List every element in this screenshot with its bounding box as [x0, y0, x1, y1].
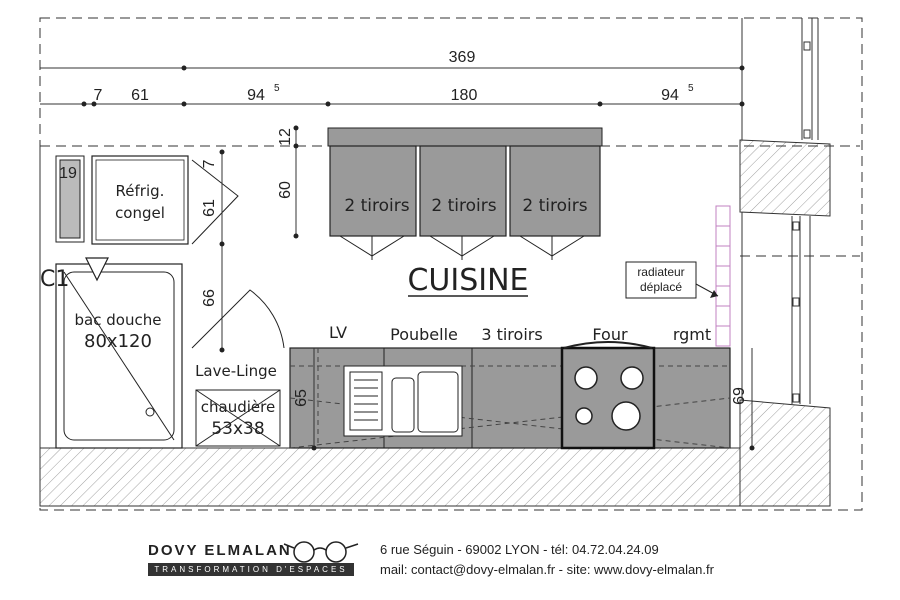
radiator [715, 205, 731, 347]
dim-v60: 60 [277, 181, 294, 199]
boiler-label-1: chaudière [201, 398, 275, 416]
counter-label-drawers: 3 tiroirs [481, 325, 542, 344]
fridge-label-2: congel [115, 204, 165, 222]
shower-label-2: 80x120 [84, 331, 152, 352]
laundry-door-swing [191, 289, 285, 349]
dim-94-left: 94 [247, 87, 265, 104]
right-wall-pillar [739, 139, 831, 217]
contact-line: mail: contact@dovy-elmalan.fr - site: ww… [380, 562, 714, 577]
radiator-note [625, 261, 697, 299]
boiler [195, 389, 281, 447]
counter-label-oven: Four [592, 325, 628, 344]
dim-7: 7 [94, 87, 103, 104]
shower-code: C1 [40, 267, 69, 292]
dim-61: 61 [131, 87, 149, 104]
dim-v7: 7 [201, 159, 218, 168]
glasses-logo-icon [283, 541, 359, 563]
dim-v19: 19 [59, 165, 77, 182]
radiator-label-1: radiateur [637, 265, 684, 279]
dim-v12: 12 [277, 128, 294, 146]
footer: DOVY ELMALAN TRANSFORMATION D'ESPACES 6 … [0, 528, 900, 600]
counter-label-storage: rgmt [673, 325, 711, 344]
counter-label-bin: Poubelle [390, 325, 458, 344]
bottom-right-wall [739, 399, 831, 507]
boiler-label-2: 53x38 [211, 419, 264, 439]
island-label-2: 2 tiroirs [431, 196, 496, 216]
company-name: DOVY ELMALAN [148, 542, 292, 559]
dim-180: 180 [451, 87, 478, 104]
dim-total: 369 [449, 49, 476, 66]
address-line: 6 rue Séguin - 69002 LYON - tél: 04.72.0… [380, 542, 659, 557]
dim-v61: 61 [201, 199, 218, 217]
island-unit-2 [419, 145, 507, 237]
island-label-1: 2 tiroirs [344, 196, 409, 216]
fridge-door-swing [191, 159, 239, 245]
arrow-icon [710, 290, 718, 298]
island-unit-3 [509, 145, 601, 237]
shower-arrow-icon [85, 257, 109, 282]
radiator-label-2: déplacé [640, 280, 682, 294]
dim-v65: 65 [293, 389, 310, 407]
washer-label: Lave-Linge [195, 362, 277, 380]
island-label-3: 2 tiroirs [522, 196, 587, 216]
dim-94-right: 94 [661, 87, 679, 104]
floor-plan: 369 7 61 94 5 180 94 5 2 tiroirs 2 tiroi… [39, 17, 863, 511]
fridge [91, 155, 189, 245]
burner-icon [574, 366, 598, 390]
dim-94-right-sup: 5 [688, 83, 694, 94]
counter-label-lv: LV [329, 323, 347, 342]
brand: DOVY ELMALAN TRANSFORMATION D'ESPACES [148, 542, 358, 576]
dim-v66: 66 [201, 289, 218, 307]
contact-info: 6 rue Séguin - 69002 LYON - tél: 04.72.0… [380, 540, 714, 580]
bottom-wall [39, 447, 741, 507]
island-top [327, 127, 603, 147]
dim-94-left-sup: 5 [274, 83, 280, 94]
room-title: CUISINE [407, 263, 528, 298]
oven [560, 346, 656, 450]
island-unit-1 [329, 145, 417, 237]
dim-v69: 69 [731, 387, 748, 405]
bathroom-cabinet [55, 155, 85, 243]
shower-label-1: bac douche [75, 311, 162, 329]
fridge-label-1: Réfrig. [116, 182, 165, 200]
company-tagline: TRANSFORMATION D'ESPACES [148, 563, 354, 576]
